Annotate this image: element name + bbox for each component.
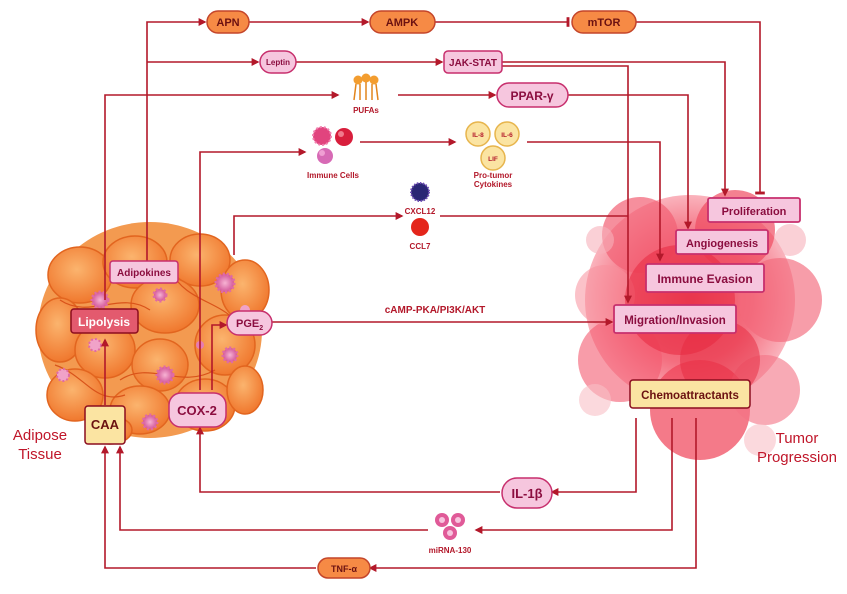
camp-pathway-label: cAMP-PKA/PI3K/AKT	[385, 305, 486, 316]
leptin-node: Leptin	[259, 50, 297, 74]
pufas-icon	[353, 73, 379, 101]
adipose-title-line1: Adipose	[13, 427, 67, 444]
leptin-label: Leptin	[266, 58, 290, 67]
cox2-node: COX-2	[168, 392, 227, 428]
chemoattractants-node: Chemoattractants	[629, 379, 751, 409]
pge2-subscript: 2	[259, 325, 263, 332]
angiogenesis-label: Angiogenesis	[686, 238, 758, 250]
immune-evasion-label: Immune Evasion	[657, 272, 752, 286]
il6-label: IL-6	[501, 132, 513, 139]
caa-node: CAA	[84, 405, 126, 445]
adipokines-label: Adipokines	[117, 268, 171, 279]
tnf-node: TNF-α	[317, 557, 371, 579]
tumor-title-line1: Tumor	[776, 430, 819, 447]
caa-label: CAA	[91, 417, 120, 432]
cytokines-icon	[465, 121, 520, 171]
cytokines-label-2: Cytokines	[474, 180, 513, 189]
mirna-icon	[435, 513, 465, 540]
ampk-node: AMPK	[369, 10, 436, 34]
chemoattractants-label: Chemoattractants	[641, 390, 739, 402]
cxcl12-icon	[410, 182, 430, 202]
migration-label: Migration/Invasion	[624, 315, 726, 327]
connectors	[101, 17, 765, 572]
ccl7-icon	[411, 218, 429, 236]
proliferation-node: Proliferation	[707, 197, 801, 223]
lipolysis-node: Lipolysis	[70, 308, 139, 334]
il8-label: IL-8	[472, 132, 484, 139]
mtor-label: mTOR	[588, 17, 621, 29]
jak-stat-node: JAK-STAT	[443, 50, 503, 74]
mtor-node: mTOR	[571, 10, 637, 34]
apn-label: APN	[216, 17, 239, 29]
ppar-node: PPAR-γ	[496, 82, 569, 108]
il1b-node: IL-1β	[501, 477, 553, 509]
cytokines-label-1: Pro-tumor	[474, 171, 513, 180]
ccl7-label: CCL7	[410, 242, 431, 251]
immune-evasion-node: Immune Evasion	[645, 263, 765, 293]
pge2-node: PGE2	[226, 310, 273, 336]
jak-stat-label: JAK-STAT	[449, 58, 497, 69]
tumor-title-line2: Progression	[757, 449, 837, 466]
tnf-label: TNF-α	[331, 564, 357, 574]
angiogenesis-node: Angiogenesis	[675, 229, 769, 255]
mirna-label: miRNA-130	[429, 546, 472, 555]
apn-node: APN	[206, 10, 250, 34]
svg-text:PGE2: PGE2	[236, 318, 263, 332]
cox2-label: COX-2	[177, 403, 217, 418]
lipolysis-label: Lipolysis	[78, 315, 130, 329]
proliferation-label: Proliferation	[722, 206, 787, 218]
adipose-title-line2: Tissue	[18, 446, 62, 463]
pufas-label: PUFAs	[353, 106, 379, 115]
il1b-label: IL-1β	[511, 486, 542, 501]
adipokines-node: Adipokines	[109, 260, 179, 284]
immune-cells-label: Immune Cells	[307, 171, 360, 180]
migration-node: Migration/Invasion	[613, 304, 737, 334]
cxcl12-label: CXCL12	[405, 207, 436, 216]
lif-label: LIF	[488, 156, 498, 163]
ppar-label: PPAR-γ	[510, 89, 553, 103]
immune-cells-icon	[312, 126, 353, 164]
ampk-label: AMPK	[386, 17, 418, 29]
pge2-label: PGE	[236, 318, 259, 330]
adipose-immune-cells	[56, 272, 250, 431]
